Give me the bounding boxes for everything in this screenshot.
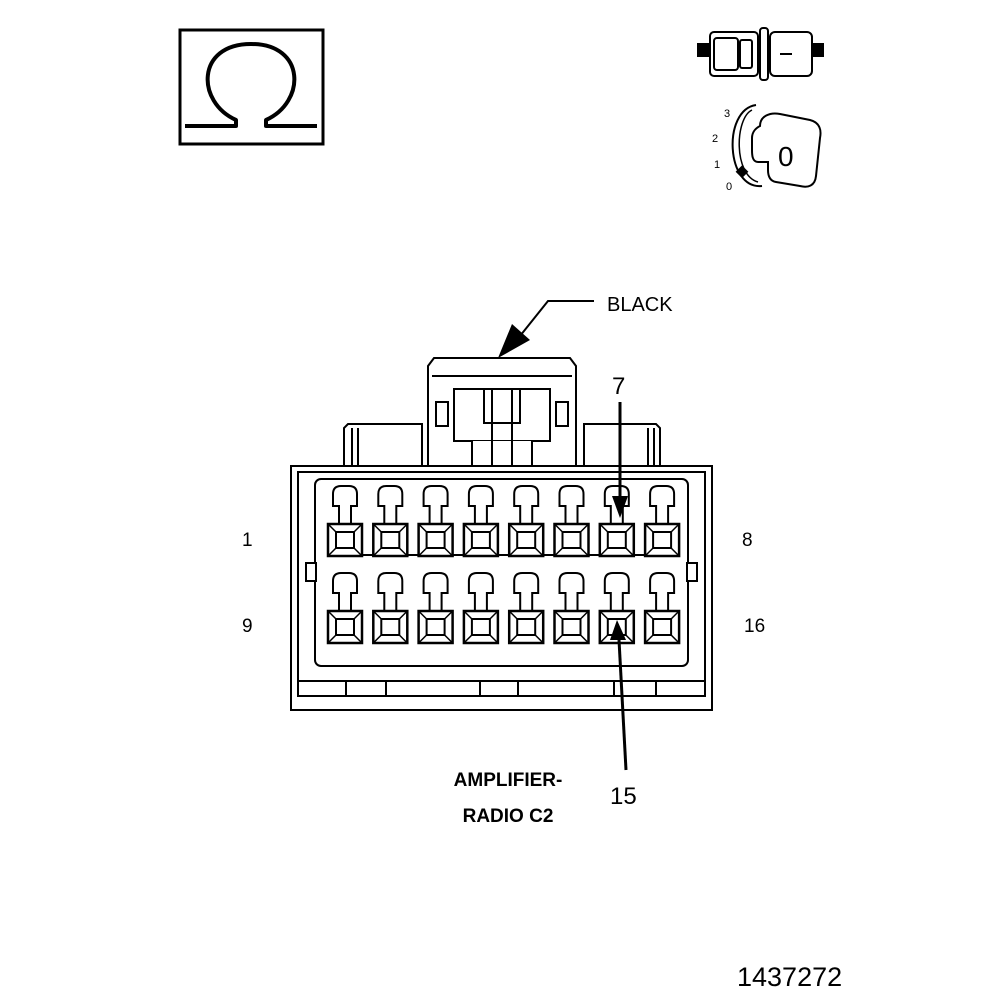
cavity-3 (417, 485, 454, 558)
connector-color-label: BLACK (607, 294, 673, 316)
cavity-12 (462, 572, 500, 645)
ignition-pos-0: 0 (726, 181, 732, 193)
cavity-2 (372, 485, 409, 558)
cavity-4 (462, 485, 500, 558)
ignition-pos-3: 3 (724, 108, 730, 120)
cavity-label-8: 8 (742, 530, 753, 551)
cavity-15-arrow (610, 620, 628, 771)
figure-number: 1437272 (737, 962, 842, 992)
ignition-pos-2: 2 (712, 133, 718, 145)
ignition-pos-1: 1 (714, 159, 720, 171)
cavity-6 (553, 485, 590, 558)
cavity-8 (643, 485, 681, 558)
ignition-key-position: 0 (778, 141, 794, 172)
connector-name-line1: AMPLIFIER- (454, 770, 563, 791)
cavity-13 (507, 572, 545, 645)
cavity-1 (326, 485, 364, 558)
color-leader (498, 300, 594, 358)
cavity-label-9: 9 (242, 616, 253, 637)
cavity-label-16: 16 (744, 616, 765, 637)
cavity-label-1: 1 (242, 530, 253, 551)
omega-icon (178, 28, 325, 146)
connector-icon (697, 27, 824, 81)
ignition-key-icon: 3 2 1 0 0 (712, 104, 822, 193)
cavity-9 (326, 572, 364, 645)
cavity-5 (507, 485, 545, 558)
cavity-16 (643, 572, 681, 645)
cavity-14 (553, 572, 590, 645)
connector-name-line2: RADIO C2 (463, 806, 554, 827)
cavity-label-15: 15 (610, 783, 637, 810)
cavity-label-7: 7 (612, 373, 625, 400)
cavity-10 (372, 572, 409, 645)
connector-body (290, 357, 713, 711)
cavity-7-arrow (612, 402, 628, 518)
terminal-cavities (326, 485, 681, 645)
cavity-11 (417, 572, 454, 645)
